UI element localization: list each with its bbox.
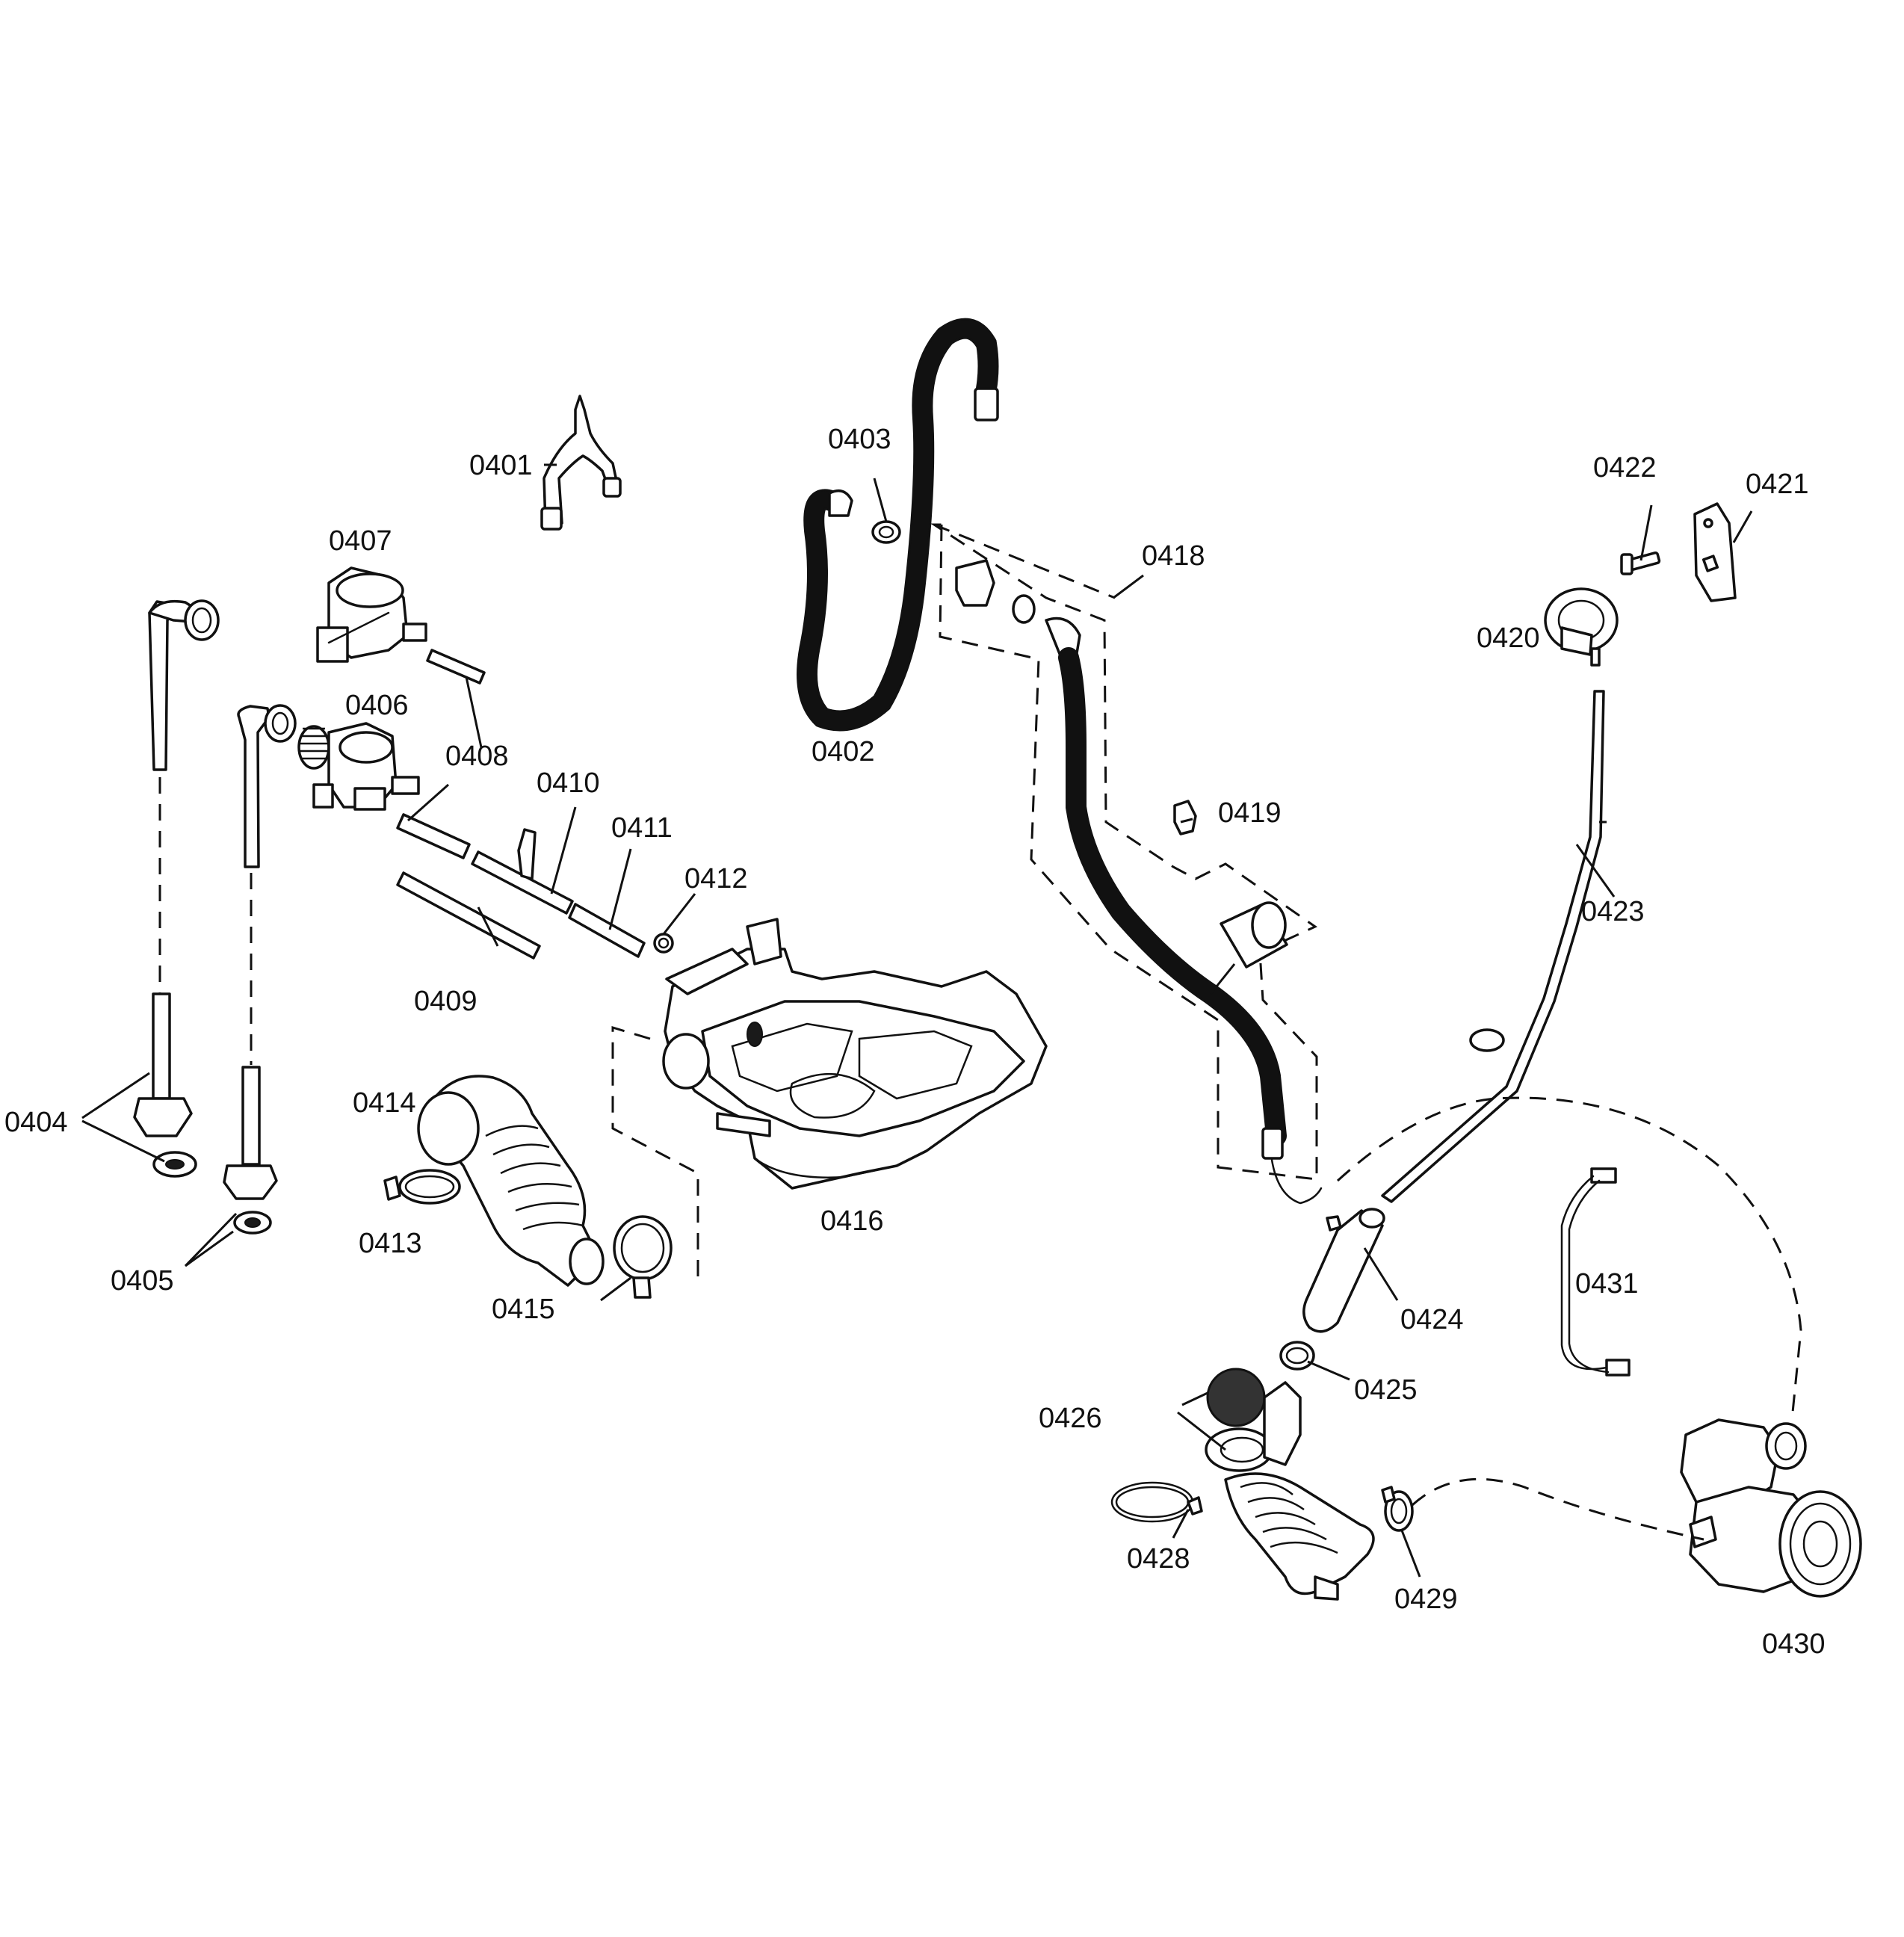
part-0411-tube — [568, 903, 646, 958]
part-0418-group-bracket — [930, 523, 1318, 1181]
part-0422-screw — [1620, 551, 1661, 575]
label-0420: 0420 — [1477, 623, 1540, 654]
part-0429-clamp — [1381, 1486, 1414, 1532]
label-0416: 0416 — [820, 1205, 884, 1237]
label-0422: 0422 — [1593, 452, 1657, 484]
label-0403: 0403 — [828, 424, 891, 455]
label-0401: 0401 — [469, 450, 533, 481]
label-0405: 0405 — [111, 1265, 174, 1297]
part-0421-bracket — [1693, 502, 1737, 602]
part-0425-clamp — [1279, 1341, 1315, 1371]
label-0408: 0408 — [445, 741, 509, 772]
part-0418-drain-hose — [955, 559, 1323, 1205]
part-0424-air-trap — [1302, 1208, 1385, 1333]
part-0406-valve — [297, 722, 420, 811]
part-0416-group-bracket — [611, 1025, 699, 1281]
part-0412-clamp — [653, 933, 674, 954]
part-0416-dispenser-housing — [662, 918, 1048, 1190]
label-0407: 0407 — [329, 525, 392, 557]
part-0408-tube — [396, 649, 486, 859]
label-0404: 0404 — [4, 1107, 68, 1138]
label-0429: 0429 — [1394, 1584, 1458, 1615]
part-0428-spring-clamp — [1110, 1481, 1203, 1523]
part-labels: 0401 0402 0403 0404 0405 0406 0407 0408 … — [4, 424, 1826, 1660]
part-0418-group-bracket-top — [933, 523, 1116, 599]
part-0426-sump-hose — [1205, 1368, 1375, 1601]
label-0411: 0411 — [611, 812, 673, 844]
part-0409-tube — [396, 871, 541, 960]
part-0407-valve — [316, 566, 427, 663]
label-0423: 0423 — [1581, 896, 1645, 927]
part-0405-inlet-pipe — [223, 704, 297, 1235]
part-0431-wire-harness — [1560, 1167, 1631, 1377]
part-0426-ball — [1206, 1368, 1266, 1427]
part-0419-clip — [1173, 800, 1197, 835]
label-0428: 0428 — [1127, 1543, 1190, 1575]
part-0404-inlet-pipe — [133, 599, 220, 1178]
label-0419: 0419 — [1218, 797, 1282, 829]
part-0420-pressure-switch — [1544, 587, 1619, 667]
part-0423-pressure-tube — [1381, 690, 1605, 1203]
part-0413-hose-clamp — [383, 1169, 461, 1205]
part-0402-coiled-hose — [797, 318, 999, 732]
label-0418: 0418 — [1142, 540, 1205, 572]
label-0421: 0421 — [1746, 469, 1809, 500]
part-0401-y-connector — [540, 395, 622, 531]
label-0402: 0402 — [812, 736, 875, 767]
label-0412: 0412 — [684, 863, 748, 895]
label-0409: 0409 — [414, 986, 477, 1017]
label-0413: 0413 — [359, 1228, 422, 1259]
label-0430: 0430 — [1762, 1628, 1826, 1660]
label-0406: 0406 — [345, 690, 409, 721]
leader-lines — [81, 463, 1753, 1578]
label-0415: 0415 — [492, 1294, 555, 1325]
label-0426: 0426 — [1039, 1403, 1102, 1434]
part-0414-bellows-hose — [417, 1075, 605, 1287]
label-0410: 0410 — [537, 767, 600, 799]
label-0414: 0414 — [353, 1087, 416, 1119]
part-0419-sleeve — [1220, 901, 1288, 968]
connection-0424-to-0430 — [1336, 1096, 1802, 1421]
part-0403-clip — [871, 520, 901, 544]
connection-0429-to-0430 — [1411, 1477, 1704, 1541]
part-0430-drain-pump — [1680, 1418, 1862, 1598]
label-0425: 0425 — [1354, 1374, 1418, 1406]
label-0424: 0424 — [1400, 1304, 1464, 1335]
label-0431: 0431 — [1575, 1268, 1639, 1300]
part-0415-hose-clamp — [613, 1215, 673, 1299]
part-0410-t-tube — [471, 828, 574, 915]
